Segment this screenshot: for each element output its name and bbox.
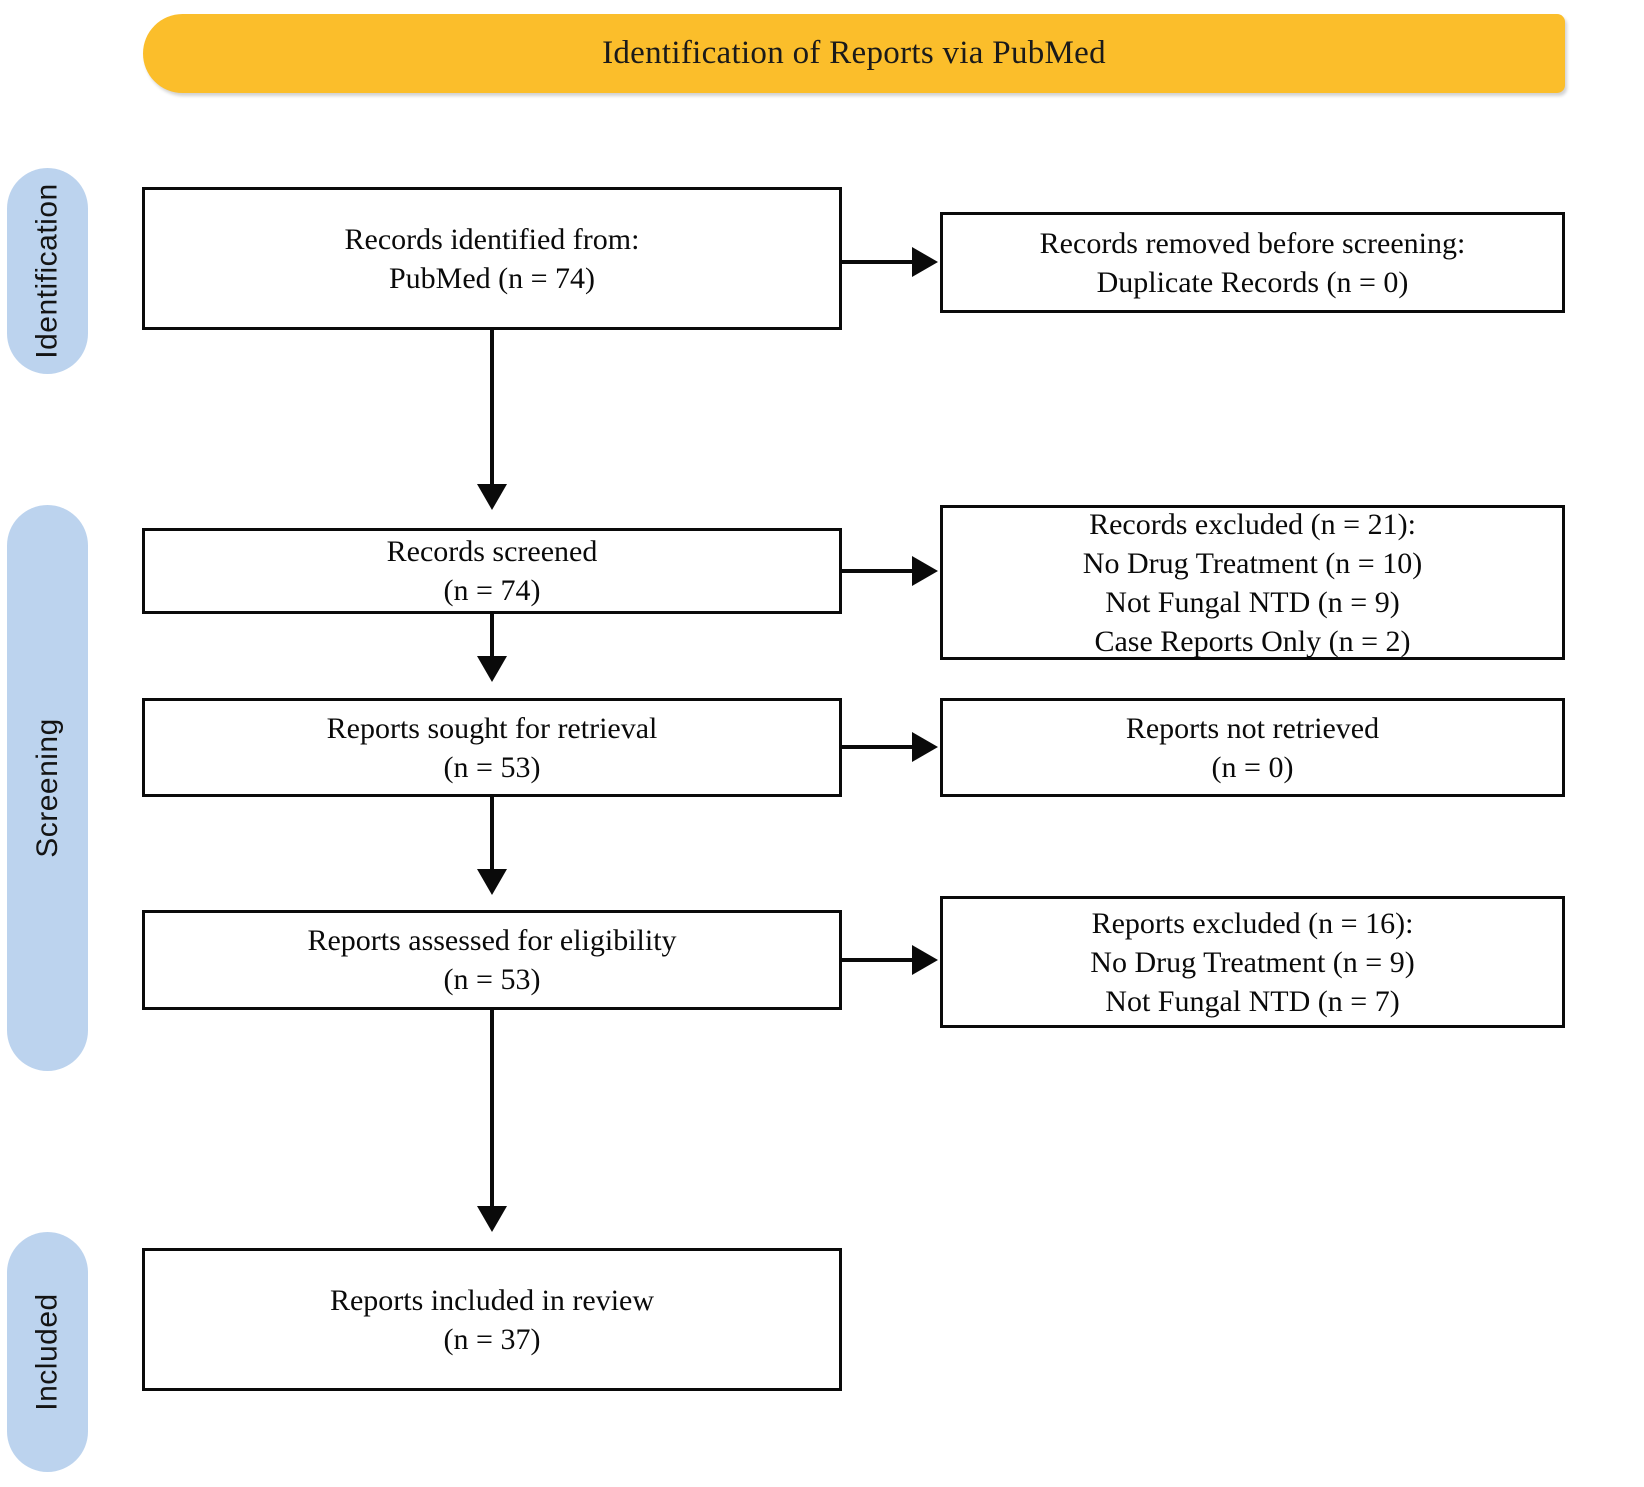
- node-line: No Drug Treatment (n = 9): [1090, 945, 1415, 979]
- node-reports-assessed-for-eligibility: Reports assessed for eligibility (n = 53…: [142, 910, 842, 1010]
- arrowhead-right-icon: [912, 247, 938, 277]
- arrowhead-right-icon: [912, 945, 938, 975]
- node-line: Case Reports Only (n = 2): [1094, 624, 1411, 658]
- node-line: (n = 53): [443, 750, 541, 784]
- node-line: Not Fungal NTD (n = 7): [1105, 984, 1400, 1018]
- diagram-title: Identification of Reports via PubMed: [602, 35, 1106, 71]
- connector-screened-to-sought: [490, 614, 494, 672]
- node-reports-included-in-review: Reports included in review (n = 37): [142, 1248, 842, 1391]
- connector-assessed-to-included: [490, 1010, 494, 1222]
- node-line: Reports excluded (n = 16):: [1091, 906, 1414, 940]
- node-line: Records identified from:: [344, 222, 640, 256]
- node-records-removed-before-screening: Records removed before screening: Duplic…: [940, 212, 1565, 313]
- arrowhead-right-icon: [912, 732, 938, 762]
- node-reports-excluded: Reports excluded (n = 16): No Drug Treat…: [940, 896, 1565, 1028]
- node-records-identified: Records identified from: PubMed (n = 74): [142, 187, 842, 330]
- connector-assessed-to-reports-excluded: [842, 958, 916, 962]
- node-line: Records screened: [386, 535, 598, 568]
- diagram-header-banner: Identification of Reports via PubMed: [143, 14, 1565, 93]
- node-line: Records excluded (n = 21):: [1089, 507, 1416, 541]
- node-line: No Drug Treatment (n = 10): [1082, 546, 1423, 580]
- node-line: (n = 53): [443, 963, 541, 996]
- arrowhead-right-icon: [912, 556, 938, 586]
- node-reports-sought-for-retrieval: Reports sought for retrieval (n = 53): [142, 698, 842, 797]
- node-records-excluded: Records excluded (n = 21): No Drug Treat…: [940, 505, 1565, 660]
- stage-tab-screening: Screening: [7, 505, 88, 1071]
- arrowhead-down-icon: [477, 484, 507, 510]
- node-records-screened: Records screened (n = 74): [142, 528, 842, 614]
- connector-identified-to-screened: [490, 330, 494, 500]
- node-line: Reports sought for retrieval: [326, 711, 658, 745]
- node-line: Reports not retrieved: [1125, 711, 1380, 745]
- arrowhead-down-icon: [477, 869, 507, 895]
- node-line: (n = 0): [1211, 750, 1294, 784]
- node-line: PubMed (n = 74): [388, 261, 596, 295]
- connector-identified-to-removed: [842, 260, 916, 264]
- stage-tab-included-label: Included: [30, 1293, 64, 1411]
- stage-tab-identification: Identification: [7, 168, 88, 374]
- stage-tab-identification-label: Identification: [30, 183, 64, 359]
- arrowhead-down-icon: [477, 656, 507, 682]
- stage-tab-included: Included: [7, 1232, 88, 1472]
- stage-tab-screening-label: Screening: [30, 718, 64, 858]
- node-line: Duplicate Records (n = 0): [1096, 265, 1409, 299]
- node-line: (n = 74): [443, 574, 541, 607]
- connector-screened-to-records-excluded: [842, 569, 916, 573]
- node-line: Reports assessed for eligibility: [307, 924, 677, 957]
- connector-sought-to-assessed: [490, 797, 494, 885]
- node-line: Not Fungal NTD (n = 9): [1105, 585, 1400, 619]
- node-reports-not-retrieved: Reports not retrieved (n = 0): [940, 698, 1565, 797]
- node-line: Reports included in review: [329, 1283, 655, 1317]
- arrowhead-down-icon: [477, 1206, 507, 1232]
- node-line: Records removed before screening:: [1039, 226, 1466, 260]
- connector-sought-to-not-retrieved: [842, 745, 916, 749]
- node-line: (n = 37): [443, 1322, 541, 1356]
